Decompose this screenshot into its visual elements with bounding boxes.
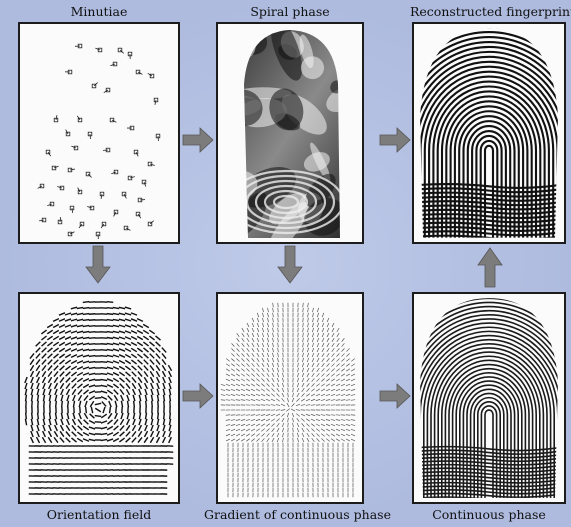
- minutia-marker: [148, 162, 155, 166]
- minutia-marker: [134, 150, 138, 156]
- arrow-down-icon: [84, 245, 112, 285]
- continuous-phase-image: [414, 294, 564, 502]
- title-gradient-continuous-phase: Gradient of continuous phase: [204, 507, 380, 522]
- title-spiral-phase: Spiral phase: [216, 4, 364, 19]
- minutia-marker: [54, 115, 58, 122]
- ridge-pattern: [414, 294, 564, 502]
- minutia-marker: [136, 70, 142, 74]
- gradient-field-image: [218, 294, 362, 502]
- field-segments: [25, 302, 173, 495]
- arrow-down-icon: [276, 245, 304, 285]
- panel-gradient-continuous-phase: [216, 292, 364, 504]
- minutia-marker: [110, 118, 116, 122]
- title-continuous-phase: Continuous phase: [410, 507, 568, 522]
- minutia-marker: [110, 62, 116, 66]
- title-minutiae: Minutiae: [18, 4, 180, 19]
- arrow-up-icon: [476, 247, 504, 289]
- minutia-marker: [148, 73, 154, 77]
- arrow-right-icon: [379, 126, 411, 154]
- minutia-marker: [128, 52, 132, 59]
- minutia-marker: [154, 98, 158, 105]
- minutia-marker: [77, 116, 82, 122]
- minutia-marker: [57, 186, 64, 190]
- minutia-marker: [127, 126, 134, 130]
- minutiae-plot: [20, 24, 178, 242]
- minutia-marker: [75, 44, 82, 48]
- minutia-marker: [111, 170, 117, 174]
- minutia-marker: [86, 172, 91, 177]
- minutia-marker: [148, 221, 154, 226]
- minutia-marker: [92, 83, 97, 88]
- ridge-pattern: [414, 24, 564, 242]
- minutia-marker: [136, 212, 141, 218]
- spiral-phase-image: [218, 24, 362, 242]
- gradient-vectors: [221, 303, 355, 497]
- panel-continuous-phase: [412, 292, 566, 504]
- minutia-marker: [114, 210, 118, 216]
- minutia-marker: [68, 168, 75, 172]
- minutia-marker: [52, 166, 58, 170]
- minutia-marker: [138, 198, 145, 202]
- panel-reconstructed-fingerprint: [412, 22, 566, 244]
- minutia-marker: [156, 134, 160, 141]
- reconstructed-fingerprint-image: [414, 24, 564, 242]
- orientation-field-image: [20, 294, 178, 502]
- minutia-marker: [87, 206, 94, 210]
- minutia-marker: [88, 132, 92, 139]
- minutia-marker: [66, 130, 70, 136]
- spiral-phase-fill: [218, 24, 362, 242]
- minutia-marker: [46, 150, 51, 156]
- minutia-marker: [58, 217, 62, 224]
- title-orientation-field: Orientation field: [18, 507, 180, 522]
- panel-minutiae: [18, 22, 180, 244]
- minutia-marker: [122, 192, 126, 198]
- minutia-marker: [100, 192, 104, 199]
- minutia-marker: [38, 184, 44, 188]
- minutia-marker: [39, 218, 46, 222]
- minutia-marker: [101, 222, 106, 228]
- title-reconstructed-fingerprint: Reconstructed fingerprint: [410, 4, 568, 19]
- minutia-marker: [95, 48, 101, 52]
- minutia-marker: [79, 222, 84, 228]
- minutia-marker: [70, 206, 74, 213]
- minutia-marker: [118, 48, 124, 53]
- minutia-marker: [78, 188, 82, 194]
- minutia-marker: [128, 176, 135, 180]
- arrow-right-icon: [379, 382, 411, 410]
- minutia-marker: [96, 232, 100, 239]
- minutia-marker: [142, 180, 146, 186]
- panel-spiral-phase: [216, 22, 364, 244]
- minutia-marker: [103, 148, 110, 152]
- minutia-marker: [71, 146, 77, 150]
- panel-orientation-field: [18, 292, 180, 504]
- minutia-marker: [47, 202, 54, 206]
- minutia-marker: [65, 70, 72, 74]
- arrow-right-icon: [182, 382, 214, 410]
- minutia-marker: [68, 232, 74, 236]
- minutia-marker: [104, 88, 110, 92]
- arrow-right-icon: [182, 126, 214, 154]
- minutia-marker: [124, 226, 130, 230]
